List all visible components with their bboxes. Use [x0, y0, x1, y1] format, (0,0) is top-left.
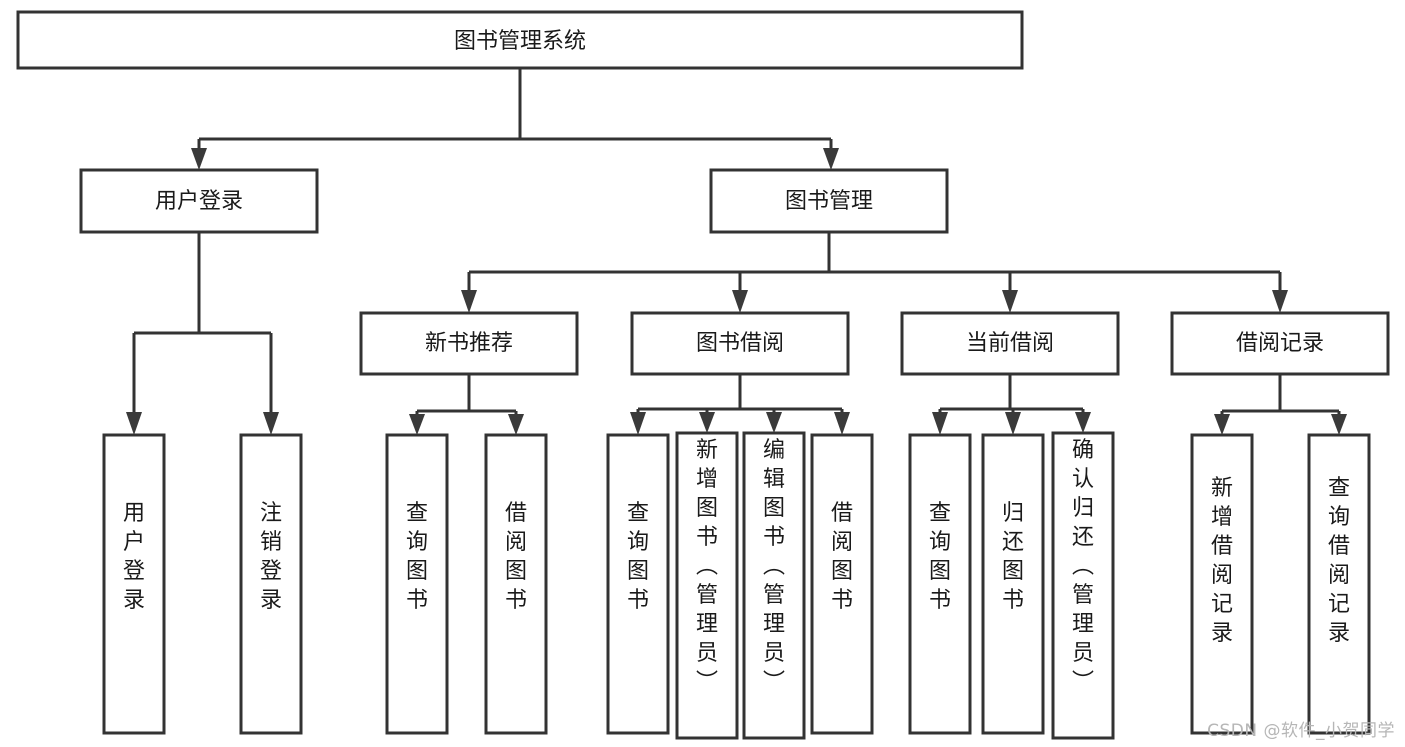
leaf-node[interactable]: 查询图书: [606, 433, 670, 735]
arrow-head-root-to-user-login: [191, 148, 207, 170]
leaf-current-query-box[interactable]: [908, 433, 972, 735]
connector-group-root: [191, 68, 839, 170]
leaf-node[interactable]: 新增图书︵管理员︶: [675, 431, 739, 740]
node-book-management-box[interactable]: [709, 168, 949, 234]
leaf-user-login-label: 用户登录: [123, 501, 145, 613]
arrow-head-current-leaf-2: [1005, 412, 1021, 435]
arrow-head-book-mgmt-records: [1272, 290, 1288, 313]
arrow-head-records-leaf-2: [1331, 414, 1347, 435]
node-root-system[interactable]: 图书管理系统: [16, 10, 1024, 70]
arrow-head-current-leaf-1: [932, 412, 948, 435]
node-borrow-records[interactable]: 借阅记录: [1170, 311, 1390, 376]
connector-group-records: [1214, 374, 1347, 435]
leaf-borrow-query-box[interactable]: [606, 433, 670, 735]
leaf-current-confirm-box[interactable]: [1051, 431, 1115, 740]
leaf-node[interactable]: 用户登录: [102, 433, 166, 735]
leaf-borrow-borrow-label: 借阅图书: [831, 501, 853, 613]
leaf-records-add-box[interactable]: [1190, 433, 1254, 735]
leaf-records-query-label: 查询借阅记录: [1328, 476, 1350, 646]
leaf-node[interactable]: 编辑图书︵管理员︶: [742, 431, 806, 740]
leaf-node[interactable]: 查询借阅记录: [1307, 433, 1371, 735]
node-root-system-label: 图书管理系统: [454, 29, 586, 54]
arrow-head-user-login-leaf-1: [126, 412, 142, 435]
arrow-head-borrow-leaf-3: [766, 412, 782, 433]
arrow-head-newbook-leaf-1: [409, 414, 425, 435]
leaf-newbook-borrow-box[interactable]: [484, 433, 548, 735]
connector-group-current: [932, 374, 1091, 435]
arrow-head-book-mgmt-current: [1002, 290, 1018, 313]
leaf-newbook-query-label: 查询图书: [406, 501, 428, 613]
leaf-current-confirm-label: 确认归还︵管理员︶: [1072, 438, 1094, 695]
connector-group-user-login: [126, 232, 279, 435]
node-user-login-box[interactable]: [79, 168, 319, 234]
connector-group-book-mgmt: [461, 232, 1288, 313]
leaf-current-return-box[interactable]: [981, 433, 1045, 735]
node-current-borrow-box[interactable]: [900, 311, 1120, 376]
node-current-borrow-label: 当前借阅: [966, 331, 1054, 356]
connector-group-borrow: [630, 374, 850, 435]
leaf-borrow-add-label: 新增图书︵管理员︶: [696, 438, 718, 695]
node-user-login[interactable]: 用户登录: [79, 168, 319, 234]
arrow-head-root-to-book-mgmt: [823, 148, 839, 170]
leaf-borrow-query-label: 查询图书: [627, 501, 649, 613]
leaf-borrow-borrow-box[interactable]: [810, 433, 874, 735]
arrow-head-borrow-leaf-2: [699, 412, 715, 433]
leaf-logout-label: 注销登录: [260, 501, 282, 613]
leaf-newbook-query-box[interactable]: [385, 433, 449, 735]
leaf-logout-box[interactable]: [239, 433, 303, 735]
node-new-book-recommend-label: 新书推荐: [425, 331, 513, 356]
node-borrow-records-box[interactable]: [1170, 311, 1390, 376]
node-book-borrow-label: 图书借阅: [696, 331, 784, 356]
leaf-node[interactable]: 借阅图书: [484, 433, 548, 735]
node-book-borrow[interactable]: 图书借阅: [630, 311, 850, 376]
leaf-newbook-borrow-label: 借阅图书: [505, 501, 527, 613]
leaf-current-query-label: 查询图书: [929, 501, 951, 613]
node-book-management[interactable]: 图书管理: [709, 168, 949, 234]
arrow-head-borrow-leaf-1: [630, 412, 646, 435]
leaf-node[interactable]: 注销登录: [239, 433, 303, 735]
arrow-head-book-mgmt-borrow: [732, 290, 748, 313]
leaf-borrow-edit-box[interactable]: [742, 431, 806, 740]
leaf-user-login-box[interactable]: [102, 433, 166, 735]
connector-group-newbook: [409, 374, 524, 435]
node-book-management-label: 图书管理: [785, 189, 873, 214]
node-root-system-box[interactable]: [16, 10, 1024, 70]
node-borrow-records-label: 借阅记录: [1236, 331, 1324, 356]
node-user-login-label: 用户登录: [155, 189, 243, 214]
arrow-head-book-mgmt-newbook: [461, 290, 477, 313]
arrow-head-user-login-leaf-2: [263, 412, 279, 435]
leaf-node[interactable]: 归还图书: [981, 433, 1045, 735]
leaf-node[interactable]: 确认归还︵管理员︶: [1051, 431, 1115, 740]
node-current-borrow[interactable]: 当前借阅: [900, 311, 1120, 376]
node-new-book-recommend[interactable]: 新书推荐: [359, 311, 579, 376]
arrow-head-newbook-leaf-2: [508, 414, 524, 435]
leaf-node[interactable]: 借阅图书: [810, 433, 874, 735]
leaf-current-return-label: 归还图书: [1002, 501, 1024, 613]
leaf-node[interactable]: 新增借阅记录: [1190, 433, 1254, 735]
arrow-head-borrow-leaf-4: [834, 412, 850, 435]
arrow-head-current-leaf-3: [1075, 412, 1091, 433]
leaf-records-add-label: 新增借阅记录: [1211, 476, 1233, 646]
leaf-records-query-box[interactable]: [1307, 433, 1371, 735]
node-new-book-recommend-box[interactable]: [359, 311, 579, 376]
arrow-head-records-leaf-1: [1214, 414, 1230, 435]
leaf-node[interactable]: 查询图书: [385, 433, 449, 735]
node-book-borrow-box[interactable]: [630, 311, 850, 376]
leaf-borrow-edit-label: 编辑图书︵管理员︶: [763, 438, 785, 695]
leaf-borrow-add-box[interactable]: [675, 431, 739, 740]
leaf-node[interactable]: 查询图书: [908, 433, 972, 735]
